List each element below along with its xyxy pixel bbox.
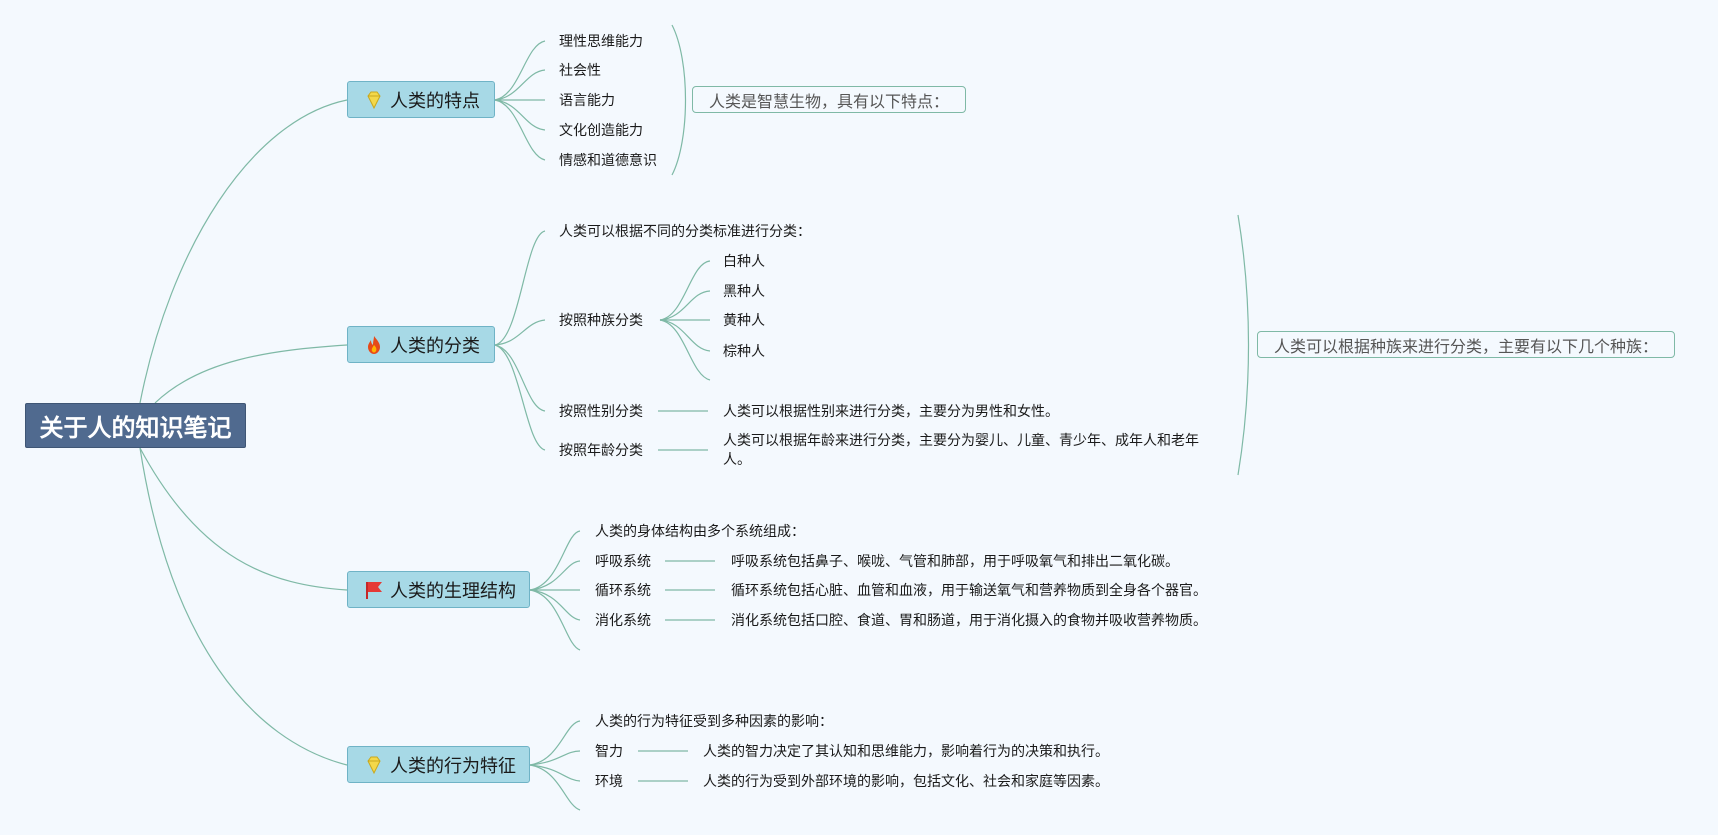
race-item[interactable]: 黄种人 [723, 312, 765, 328]
factor-description[interactable]: 人类的智力决定了其认知和思维能力，影响着行为的决策和执行。 [703, 743, 1109, 759]
gender-description[interactable]: 人类可以根据性别来进行分类，主要分为男性和女性。 [723, 403, 1059, 419]
system-label[interactable]: 循环系统 [595, 582, 651, 598]
diamond-icon [367, 756, 381, 774]
topic-title: 人类的特点 [390, 90, 480, 111]
red-flag-icon [366, 581, 382, 599]
age-description[interactable]: 人类可以根据年龄来进行分类，主要分为婴儿、儿童、青少年、成年人和老年人。 [723, 432, 1199, 467]
topic-human-physiology[interactable]: 人类的生理结构 [347, 571, 530, 608]
age-classification[interactable]: 按照年龄分类 [559, 442, 643, 458]
diamond-icon [367, 91, 381, 109]
classification-intro[interactable]: 人类可以根据不同的分类标准进行分类： [559, 223, 811, 239]
topic-title: 人类的生理结构 [390, 580, 516, 601]
trait-item[interactable]: 社会性 [559, 62, 601, 78]
physiology-intro[interactable]: 人类的身体结构由多个系统组成： [595, 523, 805, 539]
summary-traits[interactable]: 人类是智慧生物，具有以下特点： [692, 86, 967, 113]
system-label[interactable]: 消化系统 [595, 612, 651, 628]
fire-icon [368, 335, 380, 354]
topic-title: 人类的行为特征 [390, 755, 516, 776]
factor-label[interactable]: 智力 [595, 743, 623, 759]
topic-human-classification[interactable]: 人类的分类 [347, 326, 495, 363]
race-item[interactable]: 黑种人 [723, 283, 765, 299]
trait-item[interactable]: 文化创造能力 [559, 122, 643, 138]
behavior-intro[interactable]: 人类的行为特征受到多种因素的影响： [595, 713, 833, 729]
race-item[interactable]: 棕种人 [723, 343, 765, 359]
system-description[interactable]: 消化系统包括口腔、食道、胃和肠道，用于消化摄入的食物并吸收营养物质。 [731, 612, 1207, 628]
trait-item[interactable]: 情感和道德意识 [559, 152, 657, 168]
summary-race[interactable]: 人类可以根据种族来进行分类，主要有以下几个种族： [1257, 331, 1676, 358]
root-topic[interactable]: 关于人的知识笔记 [25, 403, 246, 448]
gender-classification[interactable]: 按照性别分类 [559, 403, 643, 419]
trait-item[interactable]: 语言能力 [559, 92, 615, 108]
topic-human-traits[interactable]: 人类的特点 [347, 81, 495, 118]
topic-human-behavior[interactable]: 人类的行为特征 [347, 746, 530, 783]
topic-title: 人类的分类 [390, 335, 480, 356]
system-label[interactable]: 呼吸系统 [595, 553, 651, 569]
race-classification[interactable]: 按照种族分类 [559, 312, 643, 328]
trait-item[interactable]: 理性思维能力 [559, 33, 643, 49]
system-description[interactable]: 循环系统包括心脏、血管和血液，用于输送氧气和营养物质到全身各个器官。 [731, 582, 1207, 598]
system-description[interactable]: 呼吸系统包括鼻子、喉咙、气管和肺部，用于呼吸氧气和排出二氧化碳。 [731, 553, 1179, 569]
race-item[interactable]: 白种人 [723, 253, 765, 269]
factor-label[interactable]: 环境 [595, 773, 623, 789]
factor-description[interactable]: 人类的行为受到外部环境的影响，包括文化、社会和家庭等因素。 [703, 773, 1109, 789]
